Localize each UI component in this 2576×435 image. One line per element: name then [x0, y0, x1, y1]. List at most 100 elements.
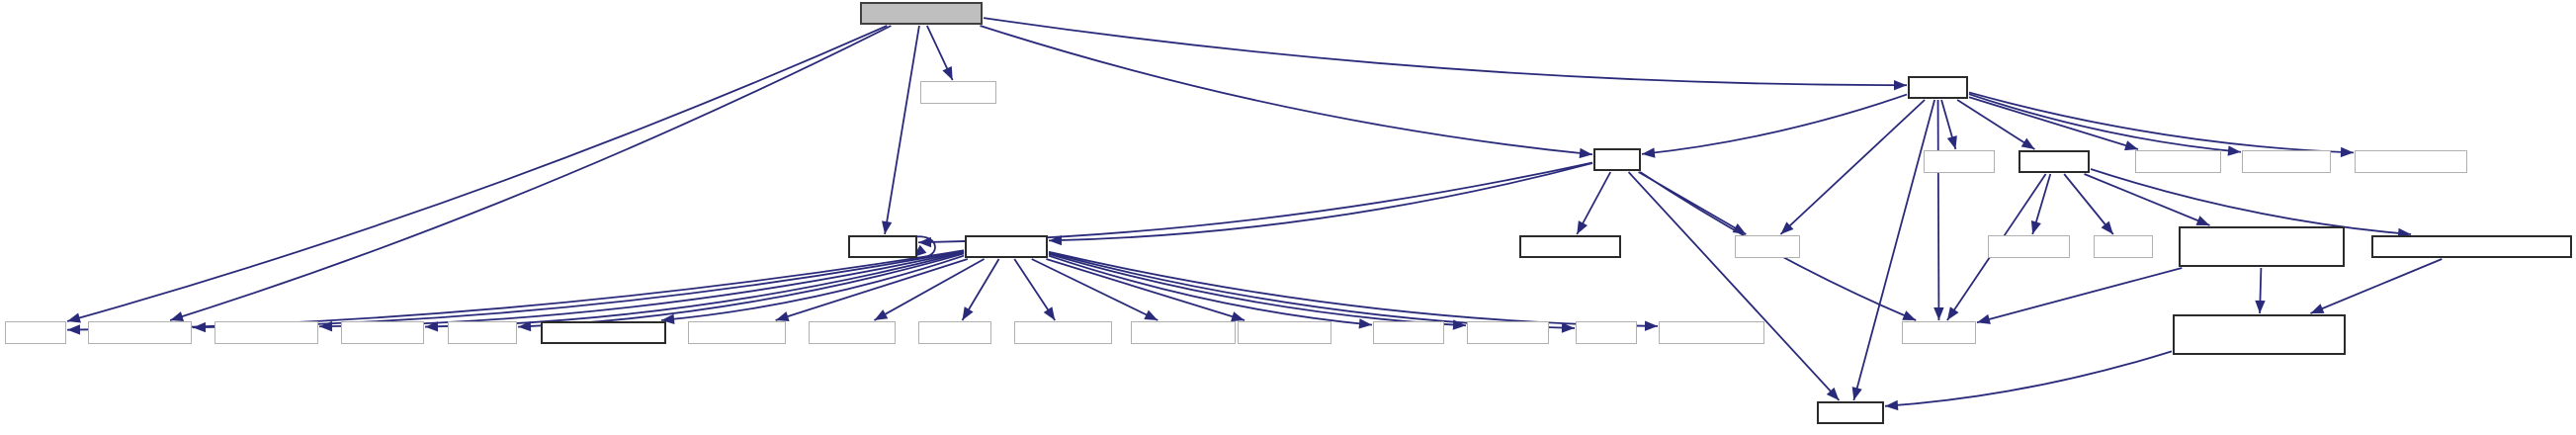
- graph-edge: [1048, 254, 1373, 326]
- graph-node-sys-types-h[interactable]: [688, 321, 786, 344]
- graph-edge: [1968, 96, 2139, 150]
- edge-arrowhead: [942, 66, 953, 80]
- edge-arrowhead: [2227, 145, 2241, 156]
- graph-node-dirent-h[interactable]: [918, 321, 991, 344]
- graph-node-task-h[interactable]: [1908, 76, 1968, 99]
- edge-arrowhead: [661, 313, 675, 324]
- graph-edge: [1641, 93, 1908, 155]
- graph-node-uv-threadpool-h[interactable]: [541, 321, 666, 344]
- edge-arrowhead: [775, 311, 790, 321]
- edge-arrowhead: [2020, 137, 2035, 149]
- graph-node-stddef-h[interactable]: [1902, 321, 1976, 344]
- graph-node-uv-version-h[interactable]: [1519, 235, 1621, 258]
- graph-node-semaphore-h[interactable]: [1659, 321, 1764, 344]
- graph-node-netinet-tcp-h[interactable]: [1131, 321, 1236, 344]
- edge-arrowhead: [1144, 309, 1159, 320]
- edge-arrowhead: [1902, 310, 1917, 320]
- graph-node-stdio-h[interactable]: [1735, 235, 1800, 258]
- edge-arrowhead: [882, 220, 893, 234]
- edge-arrowhead: [1579, 147, 1592, 159]
- graph-node-pwd-h[interactable]: [1576, 321, 1637, 344]
- edge-arrowhead: [2255, 300, 2266, 313]
- edge-arrowhead: [1049, 234, 1063, 246]
- graph-edge: [1048, 162, 1593, 242]
- edge-arrowhead: [1946, 135, 1957, 149]
- graph-edge: [1048, 251, 1576, 329]
- edge-arrowhead: [67, 324, 81, 335]
- graph-node-stdbool-h[interactable]: [1988, 235, 2070, 258]
- graph-edge: [1046, 258, 1245, 321]
- edge-arrowhead: [2101, 220, 2113, 234]
- graph-node-netinet-in-h[interactable]: [1014, 321, 1112, 344]
- graph-edge: [1627, 171, 1841, 401]
- edge-arrowhead: [319, 320, 333, 332]
- edge-arrowhead: [1780, 221, 1794, 234]
- graph-node-uv-h[interactable]: [1593, 148, 1641, 171]
- graph-edge: [917, 161, 1593, 244]
- graph-node-netdb-h[interactable]: [1373, 321, 1444, 344]
- graph-edge: [2084, 173, 2210, 226]
- graph-node-errno-h[interactable]: [848, 235, 917, 258]
- edge-arrowhead: [1577, 220, 1588, 234]
- graph-edge: [169, 25, 892, 321]
- graph-edge: [980, 25, 1593, 156]
- edge-arrowhead: [918, 236, 932, 248]
- graph-node-grpc-impl-codegen-gpr-types-h[interactable]: [2179, 226, 2345, 267]
- edge-arrowhead: [2124, 140, 2138, 151]
- edge-arrowhead: [67, 312, 81, 323]
- edge-arrowhead: [1946, 306, 1959, 320]
- graph-edge: [1968, 93, 2242, 153]
- graph-node-test-poll-close-c[interactable]: [860, 2, 983, 25]
- edge-arrowhead: [1043, 306, 1056, 320]
- graph-edge: [1779, 99, 1926, 235]
- edge-arrowhead: [518, 320, 532, 332]
- edge-arrowhead: [425, 321, 439, 332]
- graph-edge: [1968, 91, 2355, 154]
- graph-node-grpc-support-port-platform-h[interactable]: [2371, 235, 2572, 258]
- edge-arrowhead: [1644, 320, 1658, 331]
- graph-node-sys-resource-h[interactable]: [2355, 150, 2467, 173]
- edge-arrowhead: [1561, 322, 1575, 333]
- graph-node-fcntl-h[interactable]: [5, 321, 66, 344]
- graph-node-arpa-inet-h[interactable]: [1238, 321, 1331, 344]
- graph-edge: [2310, 258, 2443, 314]
- edge-arrowhead: [1826, 387, 1840, 400]
- graph-node-sys-time-h[interactable]: [2242, 150, 2331, 173]
- graph-edge: [1048, 250, 1659, 327]
- graph-edge: [2090, 168, 2412, 235]
- graph-node-grpc-impl-codegen-port-platform-h[interactable]: [2173, 314, 2346, 355]
- graph-node-signal-h[interactable]: [448, 321, 517, 344]
- edge-arrowhead: [1885, 399, 1899, 411]
- edge-arrowhead: [1933, 306, 1944, 320]
- graph-node-unistd-h[interactable]: [920, 81, 996, 104]
- edge-arrowhead: [962, 306, 974, 320]
- graph-node-termios-h[interactable]: [1467, 321, 1549, 344]
- graph-edge: [983, 17, 1908, 87]
- graph-node-string[interactable]: [2094, 235, 2153, 258]
- graph-node-stdlib-h[interactable]: [1924, 150, 1995, 173]
- edge-arrowhead: [874, 309, 889, 320]
- graph-node-pthread-h[interactable]: [341, 321, 424, 344]
- edge-arrowhead: [2195, 216, 2210, 225]
- graph-node-sys-socket-h[interactable]: [88, 321, 192, 344]
- graph-edge: [1976, 267, 2183, 324]
- graph-node-inttypes-h[interactable]: [2135, 150, 2221, 173]
- edge-arrowhead: [170, 311, 185, 322]
- graph-edge: [1884, 350, 2173, 407]
- graph-edge: [517, 252, 965, 328]
- graph-node-sys-stat-h[interactable]: [809, 321, 896, 344]
- graph-node-uv-unix-h[interactable]: [965, 235, 1048, 258]
- edge-arrowhead: [1358, 318, 1372, 329]
- graph-edge: [1031, 258, 1159, 321]
- edge-arrowhead: [2030, 220, 2041, 234]
- graph-node-sys-param-h[interactable]: [215, 321, 318, 344]
- graph-edge: [1048, 253, 1467, 327]
- graph-node-string-h[interactable]: [2018, 150, 2090, 173]
- edge-arrowhead: [193, 321, 207, 333]
- graph-edge: [1852, 99, 1936, 401]
- graph-node-stdint-h[interactable]: [1817, 401, 1884, 424]
- graph-edge: [775, 258, 969, 321]
- edge-arrowhead: [1231, 311, 1245, 322]
